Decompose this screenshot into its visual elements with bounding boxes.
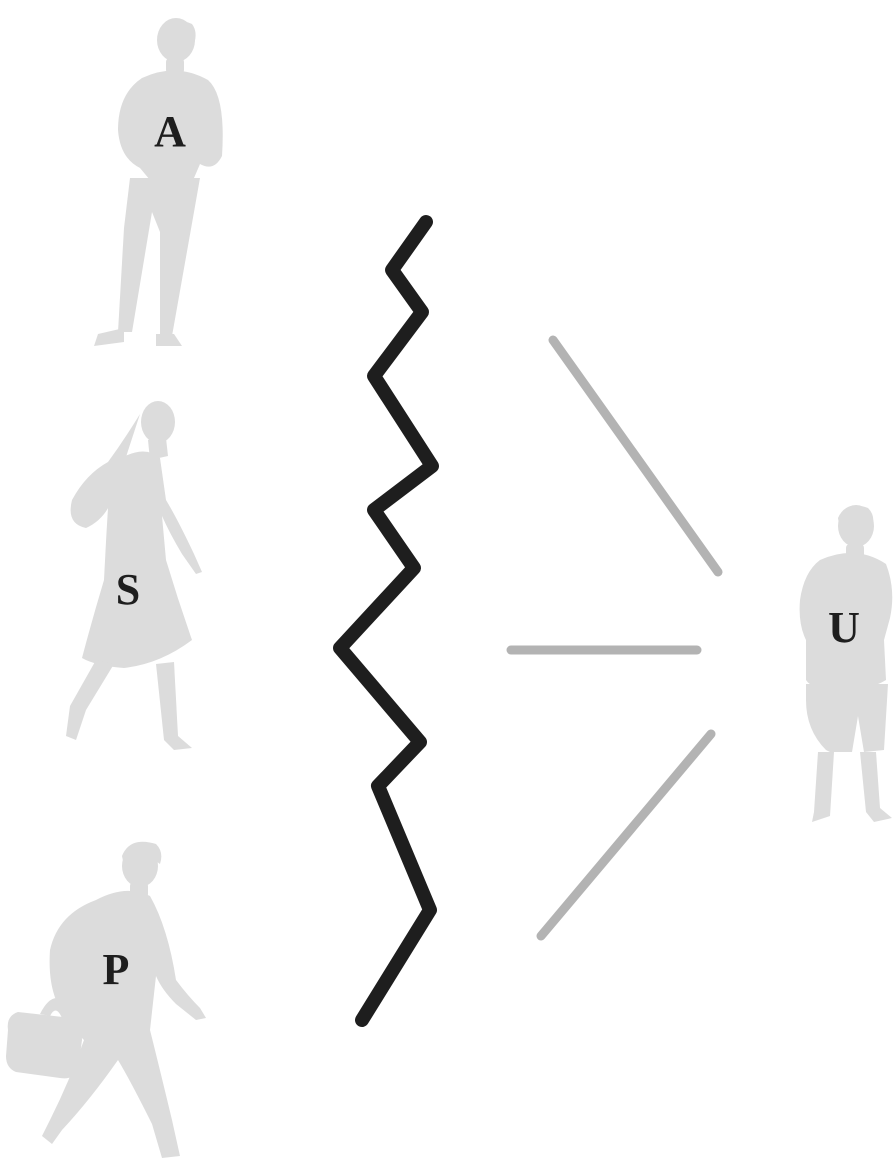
- person-u-silhouette: [799, 505, 893, 822]
- person-a-figure: A: [94, 18, 223, 346]
- person-s-silhouette: [66, 401, 202, 750]
- connector-line-upper: [548, 335, 723, 577]
- person-s-label: S: [116, 565, 140, 614]
- person-a-label: A: [154, 107, 186, 156]
- person-u-label: U: [828, 603, 860, 652]
- person-p-figure: P: [6, 841, 206, 1158]
- person-a-silhouette: [94, 18, 223, 346]
- person-p-label: P: [103, 945, 130, 994]
- person-u-figure: U: [799, 505, 893, 822]
- person-p-silhouette: [6, 841, 206, 1158]
- zigzag-barrier: [333, 215, 439, 1027]
- person-s-figure: S: [66, 401, 202, 750]
- connector-line-lower: [536, 729, 716, 941]
